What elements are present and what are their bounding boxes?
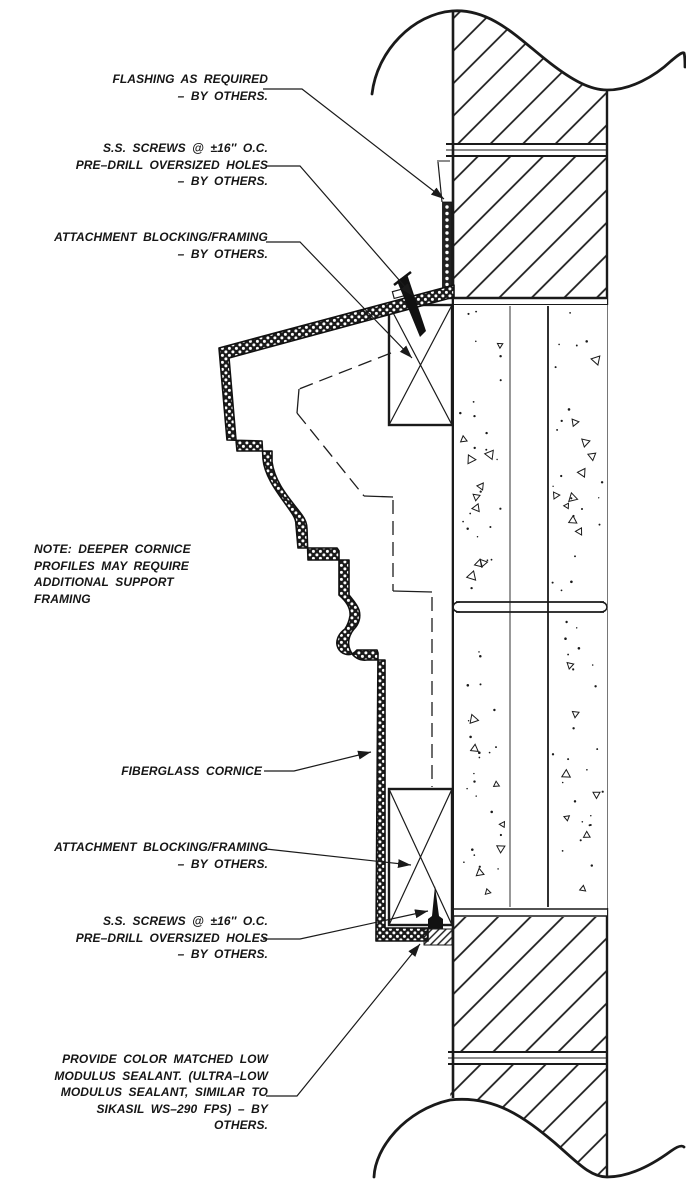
- label-fiberglass-cornice: FIBERGLASS CORNICE: [121, 763, 262, 780]
- label-line: FIBERGLASS CORNICE: [121, 764, 262, 778]
- concrete-panel: [446, 296, 608, 917]
- leader-flashing: [263, 88, 445, 200]
- label-line: S.S. SCREWS @ ±16″ O.C.: [102, 141, 268, 155]
- label-line: MODULUS SEALANT, SIMILAR TO: [60, 1085, 268, 1099]
- label-blocking-bottom: ATTACHMENT BLOCKING/FRAMING – BY OTHERS.: [54, 839, 268, 872]
- label-line: PROVIDE COLOR MATCHED LOW: [62, 1052, 268, 1066]
- label-note: NOTE: DEEPER CORNICE PROFILES MAY REQUIR…: [34, 541, 191, 607]
- wall-section-bottom-hatch: [450, 1064, 607, 1177]
- label-line: – BY OTHERS.: [177, 856, 268, 871]
- label-line: PRE–DRILL OVERSIZED HOLES: [75, 157, 268, 172]
- screw-lower: [428, 886, 443, 929]
- flashing-strip: [437, 160, 452, 289]
- sealant-patch: [423, 928, 453, 946]
- label-screws-bottom: S.S. SCREWS @ ±16″ O.C. PRE–DRILL OVERSI…: [76, 913, 268, 963]
- leader-blocking-top: [266, 241, 413, 359]
- label-blocking-top: ATTACHMENT BLOCKING/FRAMING – BY OTHERS.: [54, 229, 268, 262]
- leader-lines: [263, 88, 445, 1097]
- masonry-joint-bottom: [448, 1051, 608, 1065]
- label-line: PRE–DRILL OVERSIZED HOLES: [75, 930, 268, 945]
- label-flashing: FLASHING AS REQUIRED – BY OTHERS.: [112, 71, 268, 104]
- label-line: FRAMING: [34, 591, 91, 606]
- label-line: – BY OTHERS.: [177, 174, 268, 188]
- leader-screws-bottom: [263, 909, 429, 940]
- label-line: NOTE: DEEPER CORNICE: [34, 542, 191, 556]
- label-line: ATTACHMENT BLOCKING/FRAMING: [54, 840, 268, 854]
- wall-section-lower-hatch: [453, 917, 607, 1052]
- masonry-joint-top: [446, 143, 608, 157]
- label-line: FLASHING AS REQUIRED: [112, 72, 268, 86]
- label-line: – BY OTHERS.: [177, 246, 268, 261]
- concrete-aggregate-stipple: [459, 310, 604, 896]
- label-screws-top: S.S. SCREWS @ ±16″ O.C. PRE–DRILL OVERSI…: [76, 140, 268, 190]
- wall-section-top-hatch: [452, 10, 607, 145]
- label-sealant: PROVIDE COLOR MATCHED LOW MODULUS SEALAN…: [54, 1051, 268, 1134]
- leader-blocking-bottom: [265, 848, 412, 869]
- label-line: – BY OTHERS.: [177, 947, 268, 961]
- leader-sealant: [266, 943, 421, 1097]
- label-line: SIKASIL WS–290 FPS) – BY: [96, 1101, 268, 1116]
- label-line: PROFILES MAY REQUIRE: [34, 558, 189, 573]
- wall-section-upper-hatch: [453, 156, 607, 298]
- fiberglass-cornice-profile: [218, 284, 455, 942]
- hidden-outline-dashed: [296, 352, 433, 787]
- attachment-blocking-lower: [387, 787, 454, 927]
- break-line-bottom: [372, 1097, 686, 1179]
- label-line: S.S. SCREWS @ ±16″ O.C.: [102, 914, 268, 928]
- label-line: ADDITIONAL SUPPORT: [34, 575, 174, 589]
- label-line: MODULUS SEALANT. (ULTRA–LOW: [54, 1068, 268, 1083]
- label-line: – BY OTHERS.: [177, 88, 268, 103]
- label-line: ATTACHMENT BLOCKING/FRAMING: [54, 230, 268, 244]
- break-line-top: [370, 9, 686, 96]
- panel-mid-joint: [452, 601, 608, 613]
- leader-fiberglass: [264, 750, 372, 772]
- label-line: OTHERS.: [213, 1118, 268, 1132]
- leader-screws-top: [266, 165, 414, 297]
